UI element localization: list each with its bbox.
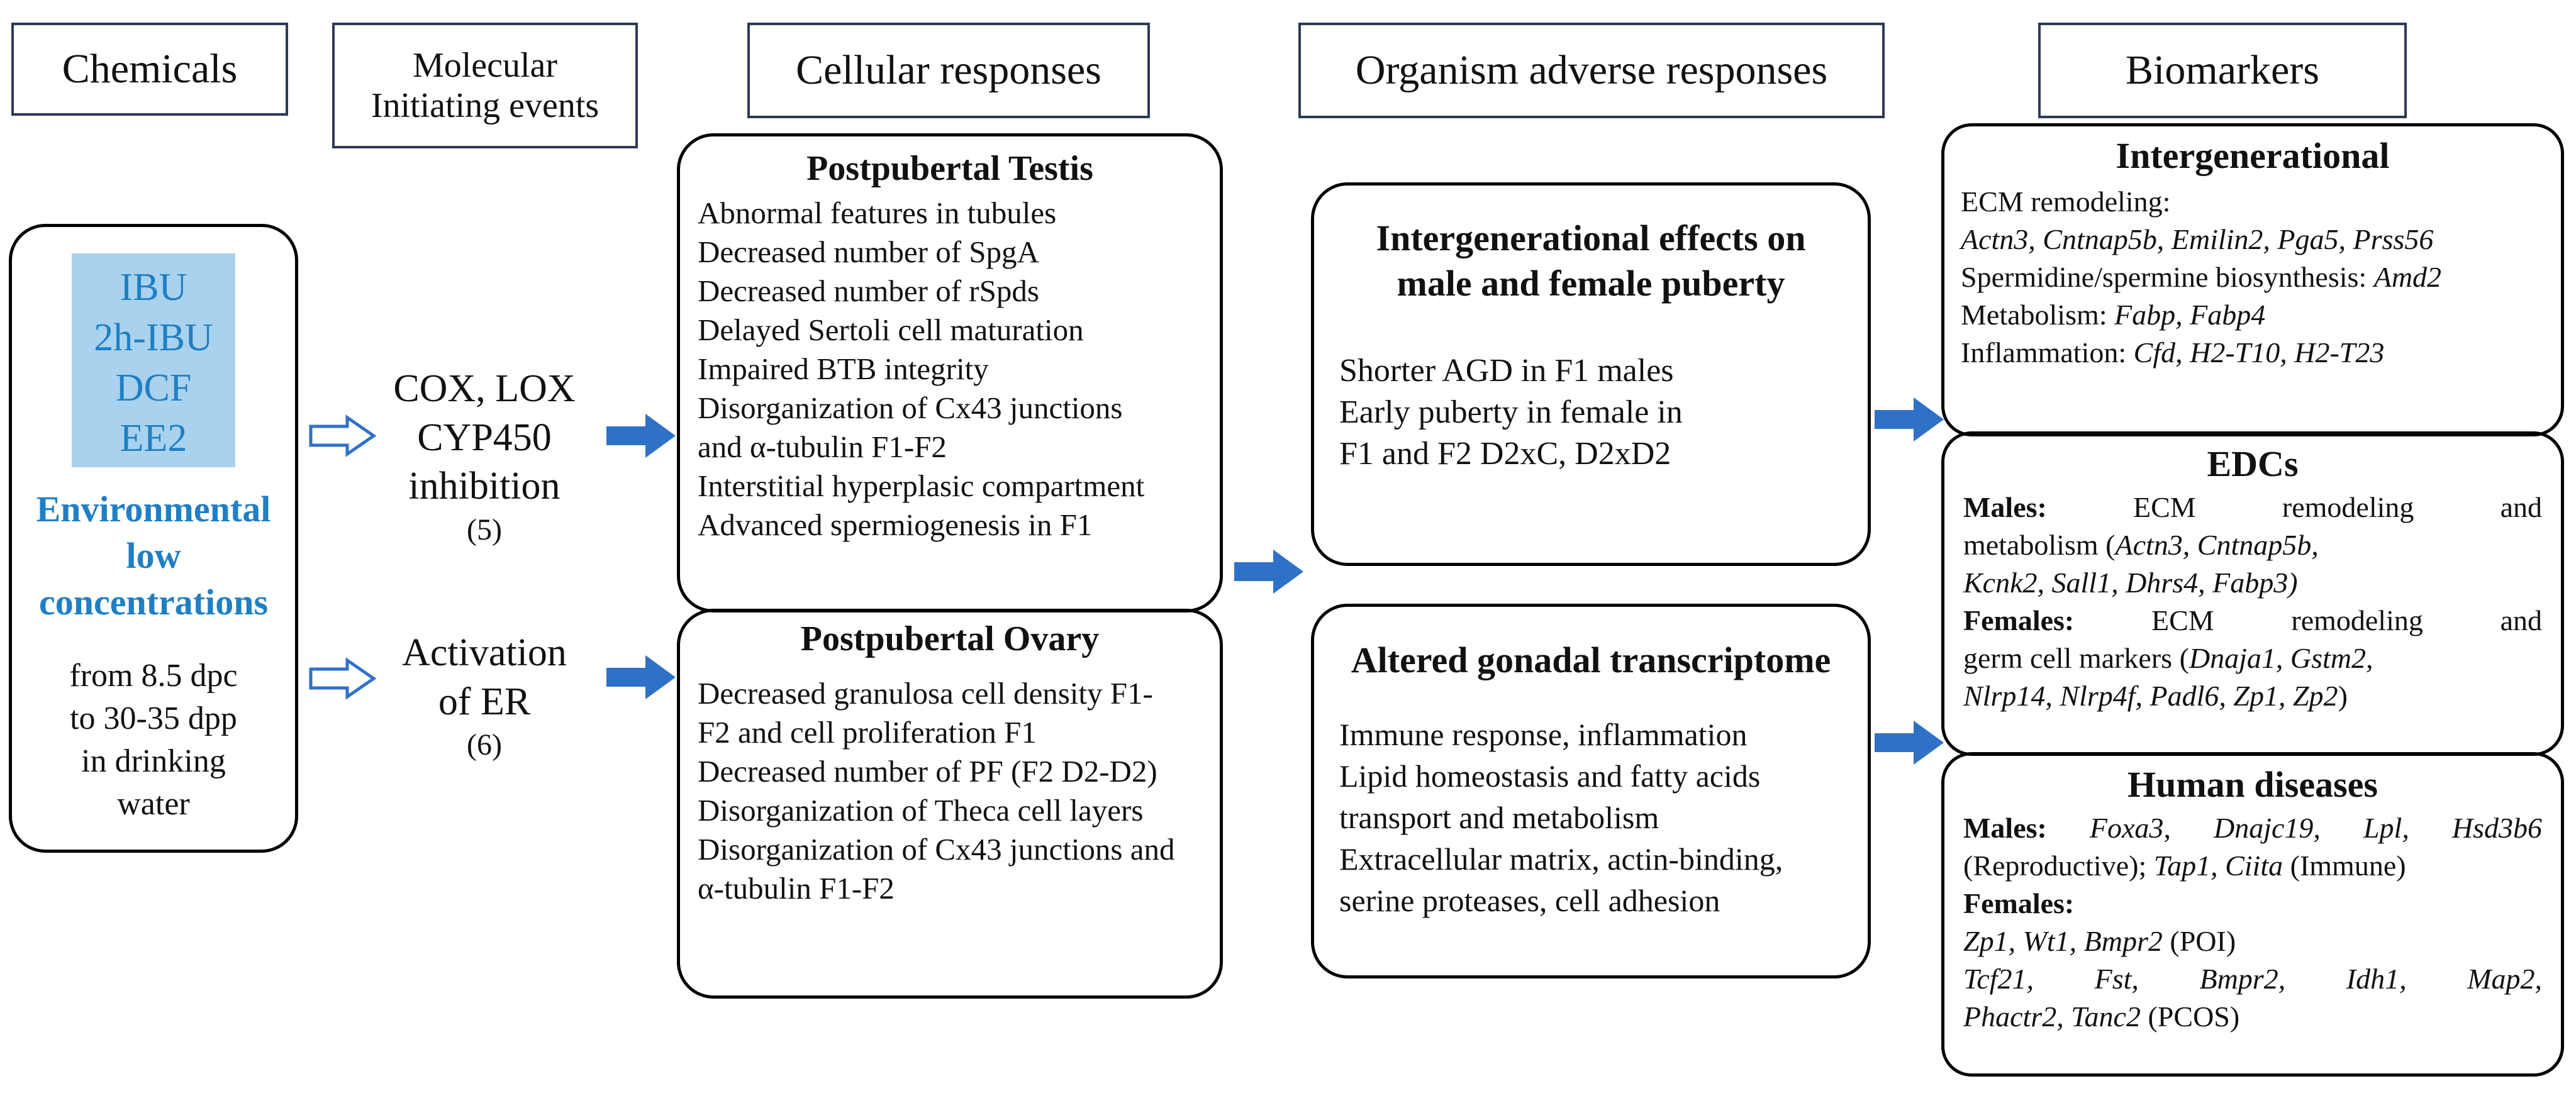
testis-title: Postpubertal Testis bbox=[806, 149, 1093, 188]
compound-dcf: DCF bbox=[115, 367, 192, 409]
list-item: Lipid homeostasis and fatty acids bbox=[1339, 758, 1761, 794]
list-item: F1 and F2 D2xC, D2xD2 bbox=[1339, 436, 1671, 472]
chemicals-box: IBU 2h-IBU DCF EE2 Environmental low con… bbox=[9, 224, 298, 853]
header-chemicals: Chemicals bbox=[11, 23, 288, 116]
ovary-items: Decreased granulosa cell density F1- F2 … bbox=[698, 674, 1220, 908]
header-organism-responses: Organism adverse responses bbox=[1298, 23, 1885, 118]
puberty-title: Intergenerational effects on male and fe… bbox=[1376, 218, 1806, 304]
list-item: Abnormal features in tubules bbox=[698, 196, 1057, 231]
mie-cox-lox-inhibition: COX, LOX CYP450 inhibition (5) bbox=[393, 367, 576, 546]
puberty-items: Shorter AGD in F1 males Early puberty in… bbox=[1339, 350, 1868, 475]
filled-right-arrow-icon bbox=[1875, 721, 1944, 765]
filled-right-arrow-icon bbox=[1875, 397, 1944, 441]
altered-transcriptome-box: Altered gonadal transcriptome Immune res… bbox=[1311, 604, 1871, 978]
compound-ibu: IBU bbox=[120, 266, 187, 309]
list-item: Delayed Sertoli cell maturation bbox=[698, 313, 1084, 348]
human-diseases-title: Human diseases bbox=[2127, 764, 2378, 805]
ovary-title: Postpubertal Ovary bbox=[800, 619, 1100, 658]
exposure-window: from 8.5 dpc to 30-35 dpp in drinking wa… bbox=[69, 658, 238, 822]
postpubertal-ovary-box: Postpubertal Ovary Decreased granulosa c… bbox=[677, 609, 1223, 999]
compound-ee2: EE2 bbox=[120, 417, 187, 460]
list-item: α-tubulin F1-F2 bbox=[698, 871, 895, 906]
list-item: Advanced spermiogenesis in F1 bbox=[698, 507, 1093, 543]
list-item: F2 and cell proliferation F1 bbox=[698, 715, 1037, 750]
filled-right-arrow-icon bbox=[606, 655, 676, 699]
compounds-box: IBU 2h-IBU DCF EE2 bbox=[72, 253, 235, 467]
header-cellular-responses: Cellular responses bbox=[747, 23, 1150, 118]
environmental-concentrations: Environmental low concentrations bbox=[36, 489, 271, 623]
header-molecular-events: Molecular Initiating events bbox=[332, 23, 638, 148]
list-item: and α-tubulin F1-F2 bbox=[698, 430, 947, 465]
list-item: Decreased number of SpgA bbox=[698, 235, 1039, 270]
hollow-right-arrow-icon bbox=[309, 414, 377, 457]
list-item: Decreased granulosa cell density F1- bbox=[698, 676, 1153, 711]
list-item: Early puberty in female in bbox=[1339, 394, 1683, 430]
hollow-right-arrow-icon bbox=[309, 657, 377, 700]
compound-2h-ibu: 2h-IBU bbox=[94, 316, 213, 359]
filled-right-arrow-icon bbox=[1234, 550, 1303, 594]
list-item: Extracellular matrix, actin-binding, bbox=[1339, 841, 1783, 877]
transcriptome-items: Immune response, inflammation Lipid home… bbox=[1339, 714, 1868, 921]
intergenerational-title: Intergenerational bbox=[2116, 135, 2390, 176]
list-item: Decreased number of PF (F2 D2-D2) bbox=[698, 754, 1157, 789]
list-item: Impaired BTB integrity bbox=[698, 352, 989, 387]
mie-er-activation: Activation of ER (6) bbox=[402, 631, 567, 762]
list-item: Interstitial hyperplasic compartment bbox=[698, 468, 1145, 504]
postpubertal-testis-box: Postpubertal Testis Abnormal features in… bbox=[677, 133, 1223, 612]
list-item: Decreased number of rSpds bbox=[698, 274, 1039, 309]
list-item: Disorganization of Cx43 junctions bbox=[698, 391, 1123, 426]
human-diseases-box: Human diseases Males: Foxa3, Dnajc19, Lp… bbox=[1941, 752, 2564, 1077]
edcs-title: EDCs bbox=[2207, 443, 2299, 484]
list-item: transport and metabolism bbox=[1339, 799, 1659, 835]
testis-items: Abnormal features in tubules Decreased n… bbox=[698, 194, 1220, 545]
list-item: Immune response, inflammation bbox=[1339, 716, 1748, 752]
list-item: Disorganization of Theca cell layers bbox=[698, 793, 1144, 828]
edcs-box: EDCs Males: ECM remodeling and metabolis… bbox=[1941, 431, 2564, 756]
list-item: serine proteases, cell adhesion bbox=[1339, 882, 1720, 918]
puberty-effects-box: Intergenerational effects on male and fe… bbox=[1311, 182, 1871, 566]
transcriptome-title: Altered gonadal transcriptome bbox=[1351, 640, 1831, 680]
filled-right-arrow-icon bbox=[606, 414, 676, 458]
list-item: Disorganization of Cx43 junctions and bbox=[698, 832, 1175, 867]
list-item: Shorter AGD in F1 males bbox=[1339, 353, 1674, 389]
intergenerational-box: Intergenerational ECM remodeling: Actn3,… bbox=[1941, 123, 2564, 436]
header-biomarkers: Biomarkers bbox=[2038, 23, 2407, 118]
